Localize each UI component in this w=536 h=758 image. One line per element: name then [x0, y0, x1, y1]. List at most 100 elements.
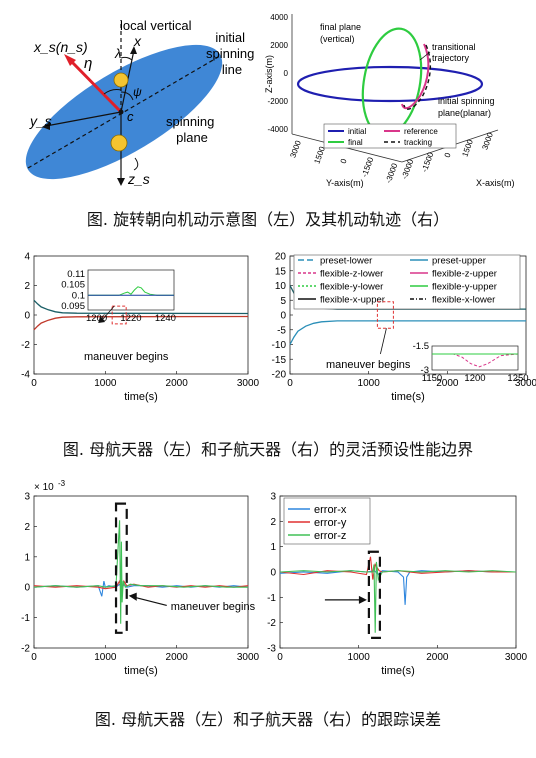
inset-y-tick-label: 0.1: [72, 290, 85, 301]
lambda-label: λ: [114, 46, 121, 61]
legend-flexible-x-upper: flexible-x-upper: [320, 295, 385, 306]
initial-orbit: [296, 65, 484, 103]
y-tick-label: 0: [270, 568, 276, 579]
x-tick-label: 1000: [94, 378, 117, 389]
figure-caption-3: 图. 母航天器（左）和子航天器（右）的跟踪误差: [94, 710, 442, 729]
inset-x-tick-label: 1250: [507, 373, 528, 384]
series-error-z: [33, 520, 248, 624]
inset-x-tick-label: 1200: [86, 313, 107, 324]
y-tick-label: 3000: [288, 139, 303, 159]
legend-error-y: error-y: [314, 517, 347, 529]
spinning-plane: [25, 44, 223, 180]
center-point: [118, 109, 124, 115]
y-tick-label: 2: [24, 281, 30, 292]
bottom-mass: [110, 134, 128, 152]
legend-flexible-x-lower: flexible-x-lower: [432, 295, 495, 306]
y-tick-label: -15: [272, 355, 287, 366]
psi-label: ψ: [133, 85, 142, 99]
c-label: c: [127, 109, 134, 124]
initial-plane-annotation: initial spinning plane(planar): [438, 96, 497, 118]
y-axis-label: Y-axis(m): [326, 178, 364, 188]
inset-area: [431, 345, 519, 371]
reference-trajectory: [401, 43, 430, 110]
y-tick-label: -20: [272, 370, 287, 381]
y-tick-label: -1: [21, 613, 30, 624]
y-tick-label: -10: [272, 340, 287, 351]
legend-final: final: [348, 138, 363, 147]
final-plane-annotation: final plane (vertical): [320, 22, 364, 44]
maneuver-annotation: maneuver begins: [171, 601, 256, 613]
zs-label: z_s: [127, 171, 150, 187]
legend-flexible-z-lower: flexible-z-lower: [320, 269, 383, 280]
z-tick-label: 2000: [270, 41, 288, 50]
x-tick-label: 1000: [348, 652, 371, 663]
spin-arrow: [133, 157, 139, 171]
y-tick-label: -1: [267, 593, 276, 604]
x-tick-label: 1000: [94, 652, 117, 663]
y-tick-label: 0: [24, 311, 30, 322]
y-tick-label: 0: [24, 583, 30, 594]
ys-label: y_s: [29, 113, 52, 129]
inset-series-flexible-z-lower: [432, 353, 519, 368]
inset-x-tick-label: 1220: [120, 313, 141, 324]
y-tick-label: -1500: [360, 155, 376, 178]
xs-ns-label: x_s(n_s): [33, 39, 88, 55]
legend-flexible-y-lower: flexible-y-lower: [320, 282, 383, 293]
eta-arc: [103, 89, 122, 95]
inset-x-tick-label: 1200: [464, 373, 485, 384]
y-tick-label: 4: [24, 252, 30, 263]
y-tick-label: -2: [267, 618, 276, 629]
series-upper: [33, 299, 249, 315]
ppb-legend: preset-lower preset-upper flexible-z-lower…: [293, 254, 521, 310]
legend-error-x: error-x: [314, 504, 347, 516]
z-tick-label: -4000: [268, 125, 289, 134]
figure-caption-2: 图. 母航天器（左）和子航天器（右）的灵活预设性能边界: [62, 440, 474, 459]
inset-y-tick-label: 0.105: [61, 280, 85, 291]
maneuver-box: [367, 550, 382, 639]
series-lower: [289, 320, 526, 345]
y-tick-label: 2: [24, 522, 30, 533]
psi-arc: [120, 91, 134, 101]
lambda-arc: [120, 56, 133, 61]
inset-y-tick-label: 0.095: [61, 301, 85, 312]
y-tick-label: -3000: [384, 161, 400, 184]
x-tick-label: 3000: [237, 652, 260, 663]
x-tick-label: 3000: [505, 652, 528, 663]
x-tick-label: 3000: [237, 378, 260, 389]
x-tick-label: 0: [443, 151, 453, 159]
y-tick-label: 2: [270, 517, 276, 528]
legend-flexible-z-upper: flexible-z-upper: [432, 269, 497, 280]
ys-axis: [45, 111, 122, 127]
legend-preset-lower: preset-lower: [320, 256, 372, 267]
x-tick-label: 0: [31, 652, 37, 663]
spinning-plane-diagram: x_s(n_s) η local vertical x λ ψ c y_s z_…: [25, 18, 258, 187]
eta-label: η: [84, 55, 92, 72]
spinning-plane-label: spinning plane: [166, 114, 218, 145]
series-lower: [33, 315, 249, 331]
inset-y-tick-label: -1.5: [413, 341, 429, 352]
tracking-trajectory: [403, 44, 432, 110]
transitional-annotation: transitional trajectory: [432, 42, 478, 63]
x-tick-label: 3000: [515, 378, 536, 389]
z-axis-label: Z-axis(m): [264, 55, 274, 93]
trajectory-legend: initial reference final tracking: [323, 123, 457, 149]
legend-preset-upper: preset-upper: [432, 256, 486, 267]
y-tick-label: 20: [275, 252, 287, 263]
x-label: x: [133, 33, 142, 49]
x-tick-label: 2000: [426, 652, 449, 663]
series-error-y: [33, 579, 249, 594]
maneuver-box: [111, 305, 127, 325]
y-tick-label: 3: [270, 492, 276, 503]
inset-y-tick-label: -3: [421, 365, 429, 376]
y-tick-label: 1: [270, 542, 276, 553]
y-tick-label: -4: [21, 370, 30, 381]
y-tick-label: 0: [280, 311, 286, 322]
y-tick-label: -2: [21, 340, 30, 351]
initial-spinning-line-label: initial spinning line: [206, 30, 258, 77]
x-axis-label: X-axis(m): [476, 178, 515, 188]
top-mass: [113, 72, 129, 88]
x-tick-label: 0: [287, 378, 293, 389]
